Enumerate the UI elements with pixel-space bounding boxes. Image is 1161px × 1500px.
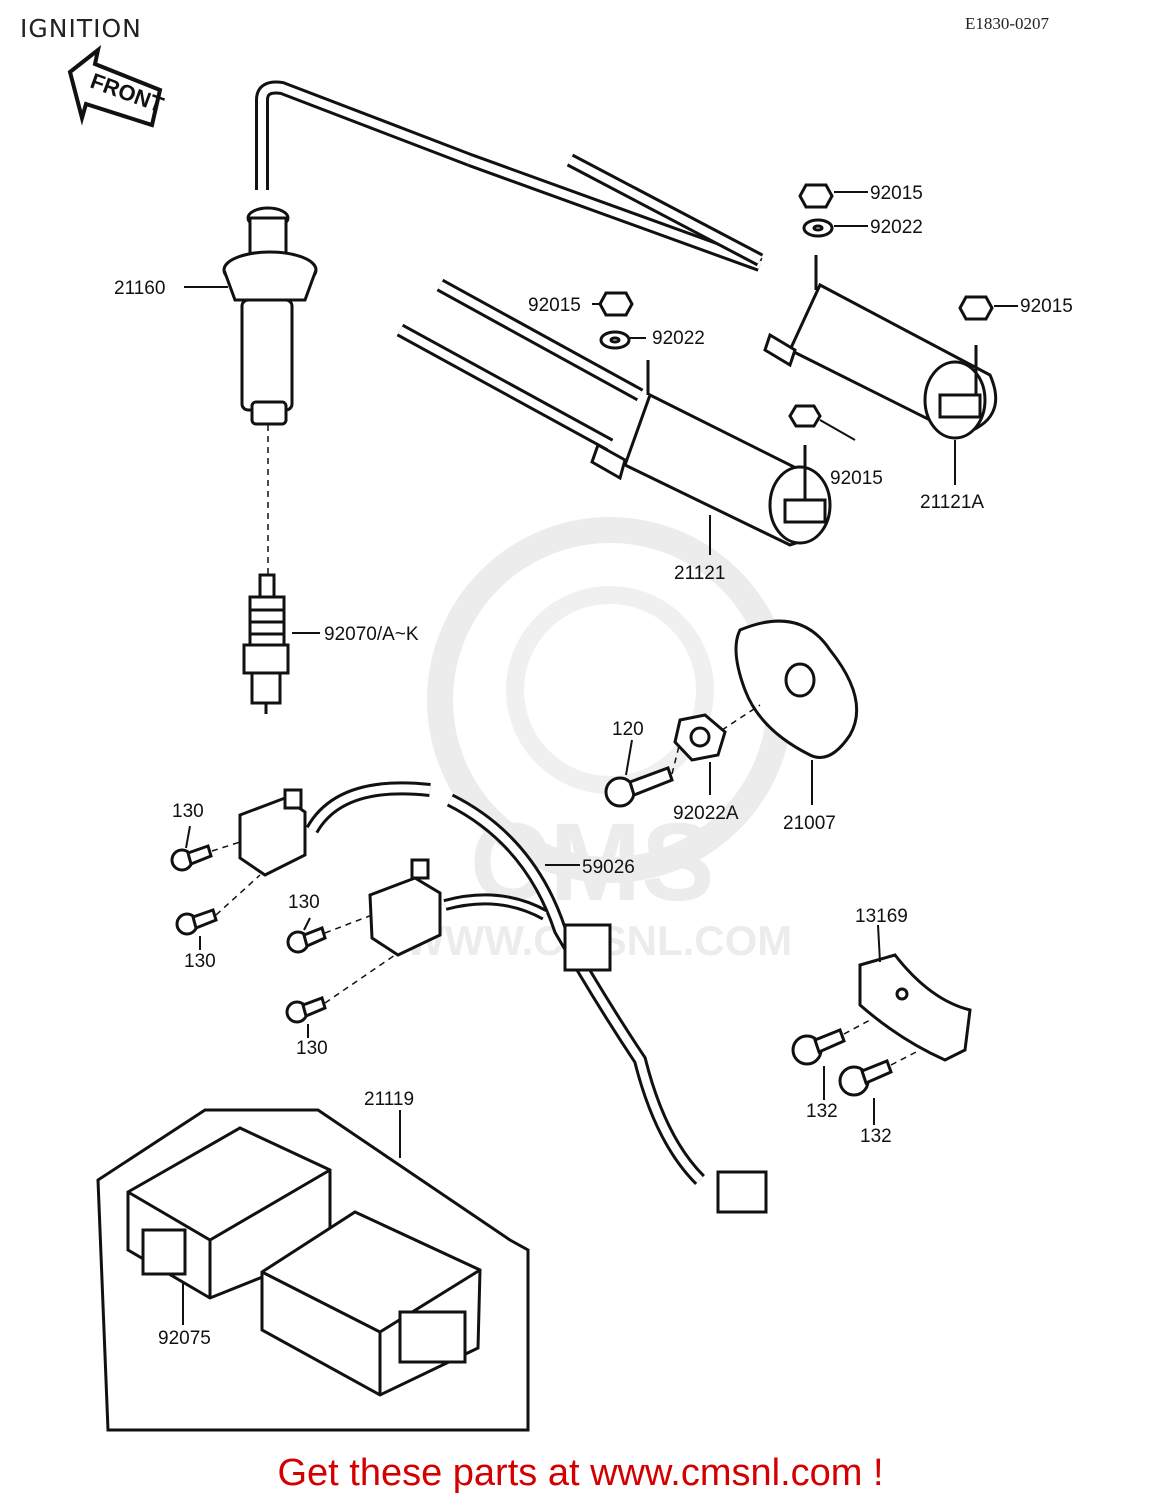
callout-13169: 13169 bbox=[855, 906, 908, 927]
buy-parts-link[interactable]: Get these parts at www.cmsnl.com ! bbox=[277, 1452, 884, 1494]
part-callouts: 21160 92070/A~K 92015 92022 92015 92015 … bbox=[114, 183, 1073, 1349]
callout-132-a: 132 bbox=[806, 1101, 838, 1122]
callout-92022-mid: 92022 bbox=[652, 328, 705, 349]
bolt-130-b bbox=[175, 908, 218, 936]
bolt-120 bbox=[604, 766, 674, 808]
bolt-130-c bbox=[286, 926, 327, 954]
diagram-code: E1830-0207 bbox=[965, 14, 1050, 33]
bolt-130-d bbox=[285, 996, 327, 1024]
nut-92015-top bbox=[798, 183, 834, 209]
nut-92022A bbox=[673, 713, 727, 762]
callout-21007: 21007 bbox=[783, 813, 836, 834]
callout-21121A: 21121A bbox=[920, 492, 984, 513]
bolt-132-b bbox=[838, 1059, 893, 1097]
callout-120: 120 bbox=[612, 719, 644, 740]
timing-plate-21007 bbox=[734, 619, 859, 759]
callout-92070: 92070/A~K bbox=[324, 624, 419, 645]
callout-92015-top: 92015 bbox=[870, 183, 923, 204]
pickup-coil-lower bbox=[368, 858, 442, 957]
callout-21160: 21160 bbox=[114, 278, 165, 299]
leader-lines bbox=[182, 191, 1018, 1325]
callout-130-a: 130 bbox=[172, 801, 204, 822]
bracket-13169 bbox=[858, 953, 972, 1062]
callout-130-d: 130 bbox=[296, 1038, 328, 1059]
nut-92015-lower bbox=[788, 404, 822, 428]
callout-92015-lower: 92015 bbox=[830, 468, 883, 489]
callout-130-c: 130 bbox=[184, 951, 216, 972]
callout-92022-top: 92022 bbox=[870, 217, 923, 238]
ignition-coil-21121 bbox=[396, 278, 832, 547]
spark-plug-92070 bbox=[242, 573, 290, 714]
washer-92022-mid bbox=[599, 330, 631, 350]
nut-92015-mid bbox=[598, 291, 634, 317]
bolt-130-a bbox=[170, 844, 213, 872]
pickup-coil-upper bbox=[238, 788, 307, 877]
bolt-132-a bbox=[791, 1028, 846, 1066]
washer-92022-top bbox=[802, 218, 834, 238]
plug-cap-21160 bbox=[222, 80, 763, 426]
nut-92015-right bbox=[958, 295, 994, 321]
callout-92015-right: 92015 bbox=[1020, 296, 1073, 317]
callout-130-b: 130 bbox=[288, 892, 320, 913]
ignition-coil-21121A bbox=[566, 153, 998, 440]
diagram-title: IGNITION bbox=[20, 14, 142, 43]
igniter-21119 bbox=[96, 1108, 530, 1432]
callout-21121: 21121 bbox=[674, 563, 725, 584]
callout-92075: 92075 bbox=[158, 1328, 211, 1349]
callout-59026: 59026 bbox=[582, 857, 635, 878]
harness-59026 bbox=[305, 781, 768, 1214]
callout-92015-mid: 92015 bbox=[528, 295, 581, 316]
callout-132-b: 132 bbox=[860, 1126, 892, 1147]
front-arrow-icon: FRONT bbox=[67, 45, 167, 128]
callout-92022A: 92022A bbox=[673, 803, 739, 824]
callout-21119: 21119 bbox=[364, 1089, 414, 1110]
